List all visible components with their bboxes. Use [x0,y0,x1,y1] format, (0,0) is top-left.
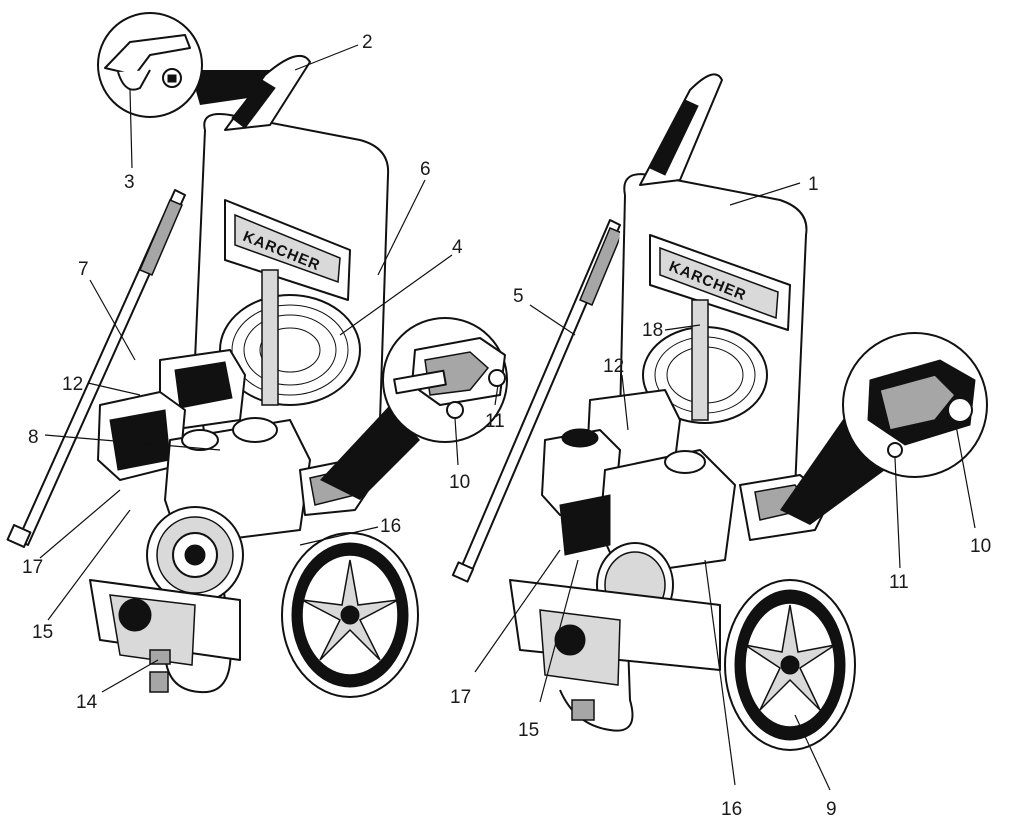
callout-2: 2 [362,32,373,53]
callout-12-right: 12 [603,356,624,377]
callout-6: 6 [420,159,431,180]
callout-7: 7 [78,259,89,280]
callout-17-left: 17 [22,557,43,578]
callout-11-left: 11 [485,411,505,432]
callout-15-left: 15 [32,622,53,643]
callout-14: 14 [76,692,98,713]
callout-17-right: 17 [450,687,471,708]
callout-15-right: 15 [518,720,539,741]
callout-4: 4 [452,237,463,258]
callout-1: 1 [808,174,819,195]
callout-8: 8 [28,427,39,448]
pump-detail-inset-left [320,317,508,500]
callout-3: 3 [124,172,135,193]
callout-10-left: 10 [449,472,470,493]
pump-detail-inset-right [780,332,988,525]
callout-16-right: 16 [721,799,742,820]
callout-5: 5 [513,286,524,307]
left-pressure-washer: KARCHER [6,12,508,713]
right-callouts: 1 5 18 12 11 10 17 15 16 9 [450,174,991,820]
callout-10-right: 10 [970,536,991,557]
callout-9: 9 [826,799,837,820]
callout-16-left: 16 [380,516,401,537]
callout-18: 18 [642,320,663,341]
right-pressure-washer: KARCHER [450,73,991,820]
callout-12: 12 [62,374,83,395]
left-callouts: 2 3 6 4 7 12 8 11 10 16 17 15 14 [22,32,505,713]
callout-11-right: 11 [889,572,909,593]
